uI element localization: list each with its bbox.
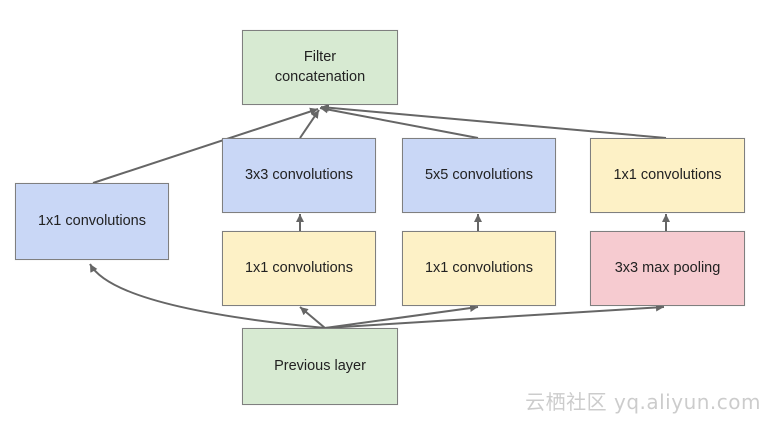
arrow-5x5-to-concat: [319, 105, 479, 139]
conv-3x3-label: 3x3 convolutions: [244, 166, 353, 183]
arrow-prev-to-1x1-mid-b: [324, 304, 479, 329]
conv-1x1-mid-b-label: 1x1 convolutions: [424, 259, 533, 276]
arrow-1x1-left-to-concat: [92, 107, 319, 184]
filter-concatenation-node: Filter concatenation: [242, 30, 398, 105]
filter-concatenation-label: Filter concatenation: [274, 48, 366, 85]
arrow-1x1-right-to-concat: [320, 103, 667, 139]
arrow-prev-to-maxpool: [324, 303, 665, 329]
arrow-prev-to-1x1-left: [89, 263, 326, 329]
conv-1x1-mid-b-node: 1x1 convolutions: [402, 231, 556, 306]
previous-layer-node: Previous layer: [242, 328, 398, 405]
max-pooling-node: 3x3 max pooling: [590, 231, 745, 306]
conv-5x5-label: 5x5 convolutions: [424, 166, 533, 183]
previous-layer-label: Previous layer: [274, 357, 366, 374]
conv-5x5-node: 5x5 convolutions: [402, 138, 556, 213]
conv-1x1-right-top-node: 1x1 convolutions: [590, 138, 745, 213]
conv-1x1-mid-a-label: 1x1 convolutions: [244, 259, 353, 276]
max-pooling-label: 3x3 max pooling: [614, 259, 721, 276]
conv-1x1-left-node: 1x1 convolutions: [15, 183, 169, 260]
arrow-3x3-to-concat: [299, 109, 320, 139]
conv-1x1-right-top-label: 1x1 convolutions: [613, 166, 722, 183]
conv-1x1-mid-a-node: 1x1 convolutions: [222, 231, 376, 306]
arrow-prev-to-1x1-mid-a: [299, 306, 326, 329]
conv-3x3-node: 3x3 convolutions: [222, 138, 376, 213]
conv-1x1-left-label: 1x1 convolutions: [37, 212, 146, 229]
